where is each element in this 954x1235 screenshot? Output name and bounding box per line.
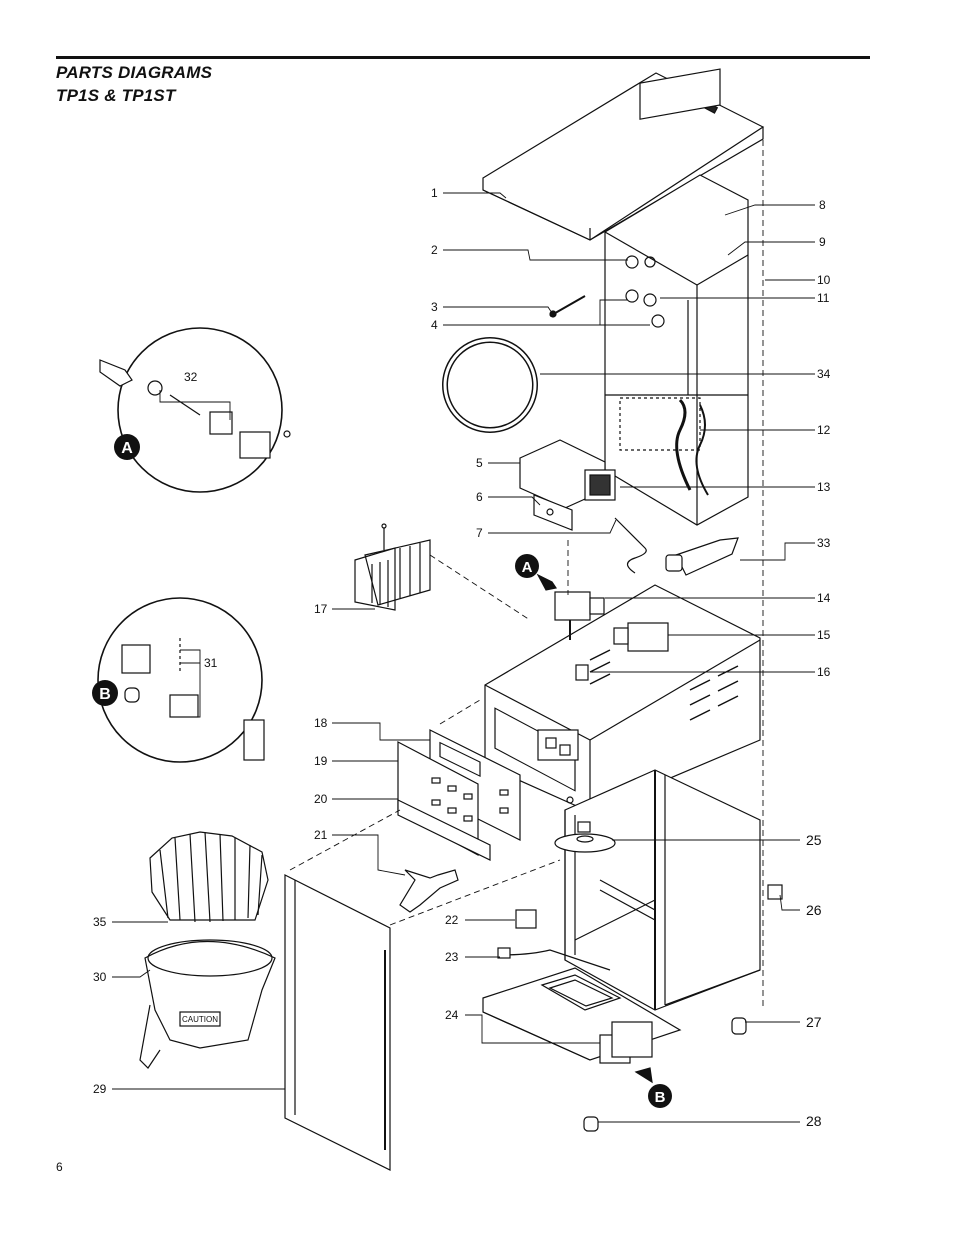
callout-24: 24 [445,1008,459,1022]
callout-13: 13 [817,480,831,494]
svg-text:B: B [99,686,111,703]
main-chassis [484,584,761,813]
assembly-lines [289,140,764,1010]
callout-26: 26 [806,902,822,918]
cleaning-bottle [665,537,739,576]
arrow-a-marker: A [515,554,557,591]
lower-frame [564,769,761,1011]
page-subtitle: TP1S & TP1ST [56,86,176,105]
callout-20: 20 [314,792,328,806]
callout-29: 29 [93,1082,107,1096]
detail-a-circle [99,327,291,493]
svg-text:B: B [655,1089,666,1106]
callout-17: 17 [314,602,328,616]
callout-18: 18 [314,716,328,730]
hose-coil [442,337,538,433]
callout-14: 14 [817,591,831,605]
control-panel [397,729,521,861]
callout-1: 1 [431,186,438,200]
relay-assembly [519,439,647,574]
callout-11: 11 [817,291,830,305]
arrow-b-marker: B [634,1067,672,1108]
side-door [284,874,391,1171]
funnel-caution-label: CAUTION [182,1015,218,1024]
callout-4: 4 [431,318,438,332]
callout-22: 22 [445,913,459,927]
callout-3: 3 [431,300,438,314]
harness [497,947,611,971]
spray-head [554,821,616,853]
foot [583,1017,747,1132]
callout-33: 33 [817,536,831,550]
elbow-fitting [767,884,783,900]
detail-a-marker: A [114,434,140,460]
callout-2: 2 [431,243,438,257]
faucet [399,869,459,913]
detail-b-circle [97,597,265,763]
callout-31: 31 [204,656,218,670]
callout-5: 5 [476,456,483,470]
callout-9: 9 [819,235,826,249]
header-rule [56,56,870,59]
callout-8: 8 [819,198,826,212]
leader-lines [112,192,815,1123]
callout-32: 32 [184,370,198,384]
paper-filter [149,831,269,923]
svg-text:A: A [121,440,133,457]
brew-funnel: CAUTION [139,939,276,1069]
callout-10: 10 [817,273,831,287]
page-title: PARTS DIAGRAMS [56,63,213,82]
switch [515,909,537,929]
callout-35: 35 [93,915,107,929]
heater-probe [549,295,586,318]
callout-30: 30 [93,970,107,984]
heatsink [354,523,431,611]
callout-16: 16 [817,665,831,679]
callout-21: 21 [314,828,328,842]
svg-text:A: A [522,559,533,576]
callout-15: 15 [817,628,831,642]
callout-7: 7 [476,526,483,540]
bottom-valve [599,1021,653,1064]
callout-34: 34 [817,367,831,381]
dump-valve [613,622,669,652]
callout-19: 19 [314,754,328,768]
page-number: 6 [56,1160,63,1174]
callout-6: 6 [476,490,483,504]
fitting [575,664,589,681]
callout-27: 27 [806,1014,822,1030]
callout-25: 25 [806,832,822,848]
callout-23: 23 [445,950,459,964]
detail-b-marker: B [92,680,118,706]
callout-28: 28 [806,1113,822,1129]
inlet-valve [554,591,605,640]
callout-12: 12 [817,423,831,437]
